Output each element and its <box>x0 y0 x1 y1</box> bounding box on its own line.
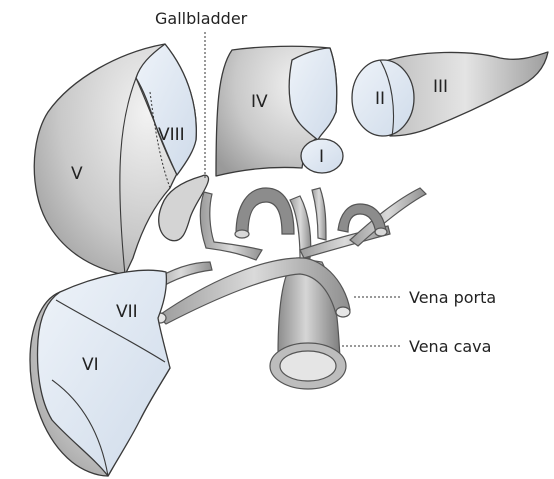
vena-cava-label: Vena cava <box>409 337 491 356</box>
segment-label-v: V <box>71 164 83 184</box>
segment-label-viii: VIII <box>158 125 185 145</box>
gallbladder-label: Gallbladder <box>155 9 248 28</box>
segment-label-vi: VI <box>82 355 99 375</box>
vena-porta-label: Vena porta <box>409 288 496 307</box>
segment-label-vii: VII <box>116 302 138 322</box>
segment-label-ii: II <box>375 89 385 109</box>
segment-label-iii: III <box>433 77 448 97</box>
segment-label-i: I <box>319 147 324 167</box>
segment-label-iv: IV <box>251 92 268 112</box>
segment-vi-vii-lobe <box>30 270 170 476</box>
